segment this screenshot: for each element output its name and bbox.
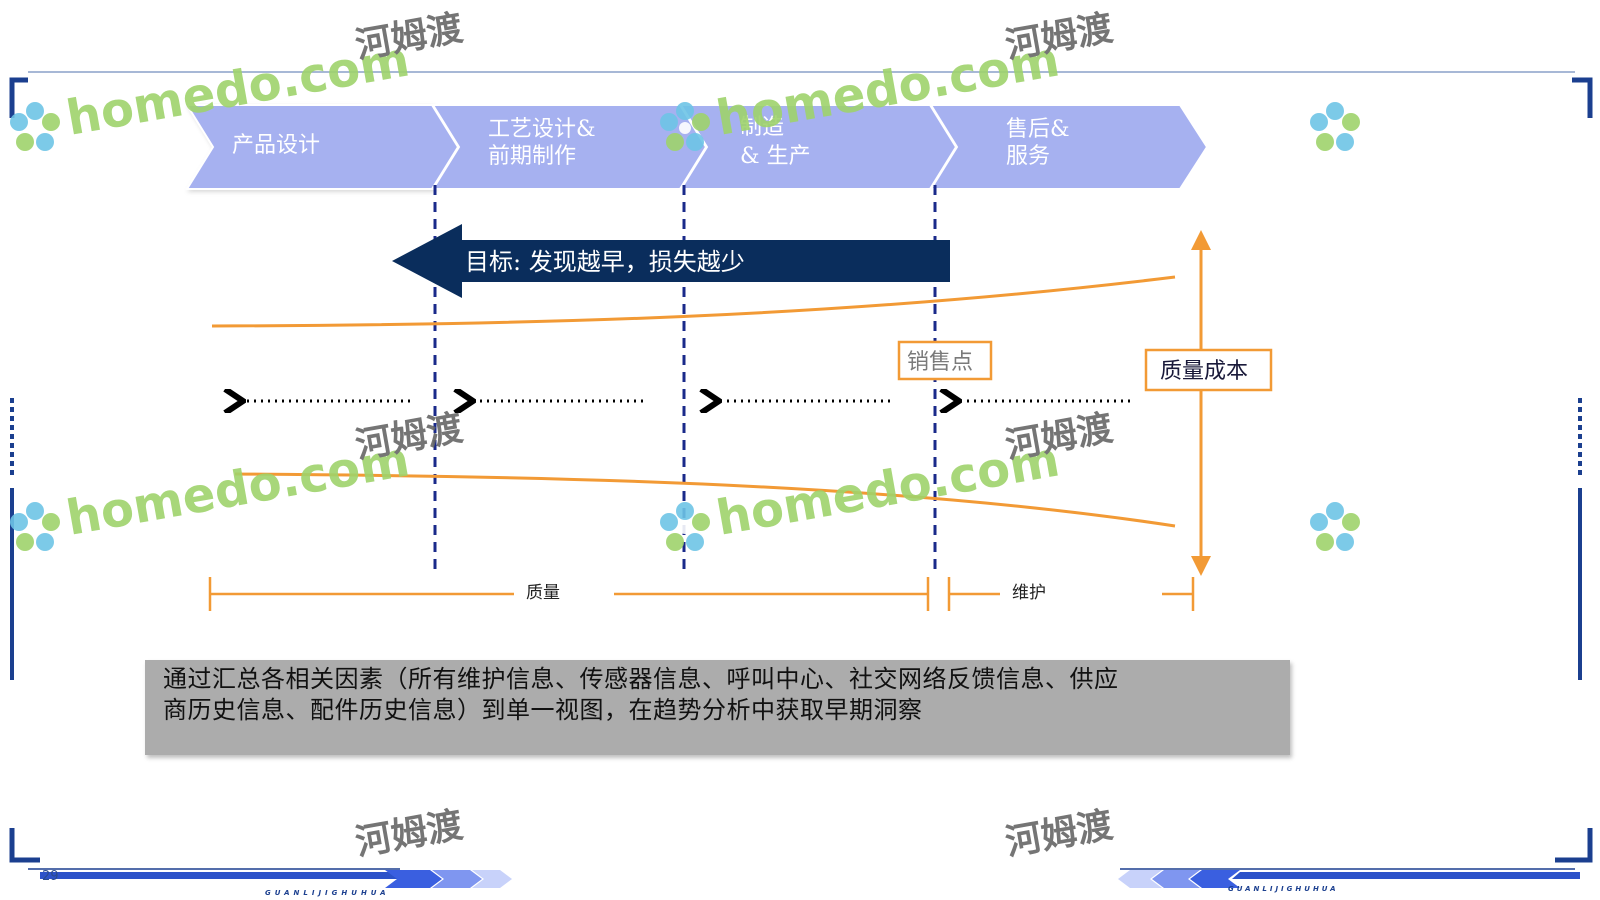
watermark-flower-icon bbox=[10, 102, 60, 151]
footer-right-band bbox=[1118, 868, 1580, 888]
watermark-flower-icon bbox=[10, 502, 60, 551]
footer-left-chevron-3 bbox=[472, 870, 512, 888]
watermark-flower-icon bbox=[660, 502, 710, 551]
goal-arrow bbox=[392, 224, 950, 298]
summary-box: 通过汇总各相关因素（所有维护信息、传感器信息、呼叫中心、社交网络反馈信息、供应 … bbox=[145, 660, 1290, 755]
footer-right-stripe-dark bbox=[1232, 872, 1580, 879]
quality-cost-box bbox=[1144, 348, 1273, 392]
stage-2-label-line1: 工艺设计& bbox=[488, 117, 596, 142]
footer-brand-left: GUANLIJIGHUHUA bbox=[265, 889, 390, 897]
goal-arrow-label: 目标: 发现越早，损失越少 bbox=[465, 248, 745, 276]
footer-left-band bbox=[28, 868, 512, 888]
cost-curve-lower bbox=[234, 472, 1176, 528]
summary-line-2: 商历史信息、配件历史信息）到单一视图，在趋势分析中获取早期洞察 bbox=[163, 696, 923, 724]
summary-line-1: 通过汇总各相关因素（所有维护信息、传感器信息、呼叫中心、社交网络反馈信息、供应 bbox=[163, 665, 1119, 693]
stage-chevrons bbox=[185, 104, 1209, 190]
watermark-cn-text: 河姆渡 bbox=[352, 805, 465, 864]
span-quality: 质量 bbox=[208, 577, 930, 611]
span-maintenance: 维护 bbox=[947, 577, 1195, 611]
stage-4-label-line1: 售后& bbox=[1006, 117, 1070, 142]
corner-bracket-bottom-right bbox=[1555, 828, 1593, 863]
quality-cost-label: 质量成本 bbox=[1160, 359, 1248, 384]
quality-cost-arrow-down bbox=[1191, 556, 1211, 576]
footer-right-chevron-1 bbox=[1118, 870, 1162, 888]
watermark-cn-text: 河姆渡 bbox=[352, 8, 465, 67]
sale-point-box bbox=[897, 340, 993, 381]
footer-left-chevron-2 bbox=[432, 870, 482, 888]
corner-bracket-bottom-left bbox=[9, 828, 40, 863]
watermark-cn-text: 河姆渡 bbox=[1002, 805, 1115, 864]
corner-bracket-top-right bbox=[1572, 77, 1593, 118]
watermark-cn-text: 河姆渡 bbox=[1002, 8, 1115, 67]
cost-curve-upper bbox=[211, 275, 1176, 328]
footer-right-chevron-2 bbox=[1152, 870, 1200, 888]
sale-point-label: 销售点 bbox=[907, 350, 973, 375]
watermark-cn-text: 河姆渡 bbox=[352, 408, 465, 467]
corner-bracket-top-left bbox=[9, 77, 28, 118]
footer-left-chevron-1 bbox=[385, 870, 442, 888]
footer-brand-right: GUANLIJIGHUHUA bbox=[1228, 885, 1339, 893]
stage-2-label-line2: 前期制作 bbox=[488, 144, 576, 169]
footer-right-chevron-3 bbox=[1190, 870, 1240, 888]
stage-3-label-line1: 制造 bbox=[740, 115, 784, 140]
page-number: 29 bbox=[42, 869, 59, 884]
watermark-flower-icon bbox=[660, 102, 710, 151]
stage-4-label-line2: 服务 bbox=[1006, 144, 1050, 169]
watermark-flower-icon bbox=[1310, 502, 1360, 551]
span-quality-label: 质量 bbox=[526, 583, 560, 603]
chevron-stage-4 bbox=[929, 104, 1209, 190]
watermark-flower-icon bbox=[1310, 102, 1360, 151]
stage-1-label: 产品设计 bbox=[232, 133, 320, 158]
footer-left-stripe-dark bbox=[40, 872, 410, 879]
quality-cost-arrow-up bbox=[1191, 230, 1211, 250]
watermark-cn-text: 河姆渡 bbox=[1002, 408, 1115, 467]
span-maintenance-label: 维护 bbox=[1012, 583, 1046, 603]
stage-3-label-line2: & 生产 bbox=[740, 144, 811, 169]
